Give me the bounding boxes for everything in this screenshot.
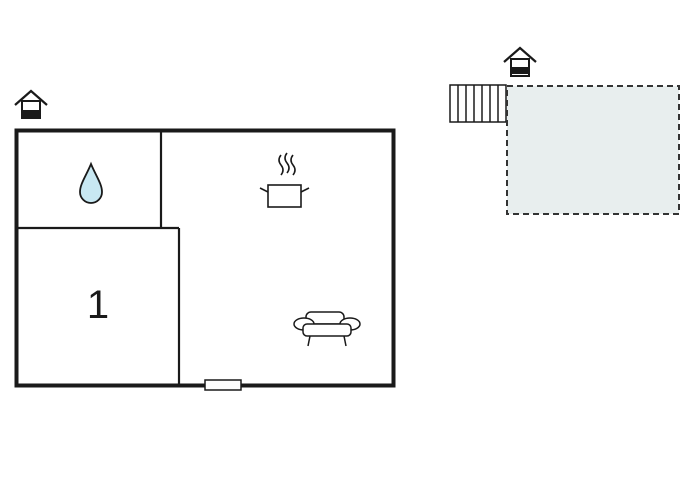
terrace-area bbox=[506, 85, 680, 215]
room-number-label: 1 bbox=[87, 283, 109, 327]
entrance-door bbox=[204, 379, 242, 391]
water-drop-icon bbox=[79, 161, 103, 204]
building-outline bbox=[14, 128, 396, 388]
cooking-pot-icon bbox=[259, 152, 310, 208]
outdoor-terrace bbox=[449, 46, 680, 215]
steps-icon bbox=[449, 84, 507, 123]
room-living-kitchen bbox=[259, 152, 361, 347]
interior-walls bbox=[17, 131, 181, 385]
room-bedroom: 1 bbox=[87, 283, 109, 327]
entrance-house-icon bbox=[14, 89, 48, 119]
entrance-house-icon bbox=[503, 46, 537, 77]
sofa-icon bbox=[293, 311, 361, 347]
room-bathroom bbox=[79, 161, 103, 204]
